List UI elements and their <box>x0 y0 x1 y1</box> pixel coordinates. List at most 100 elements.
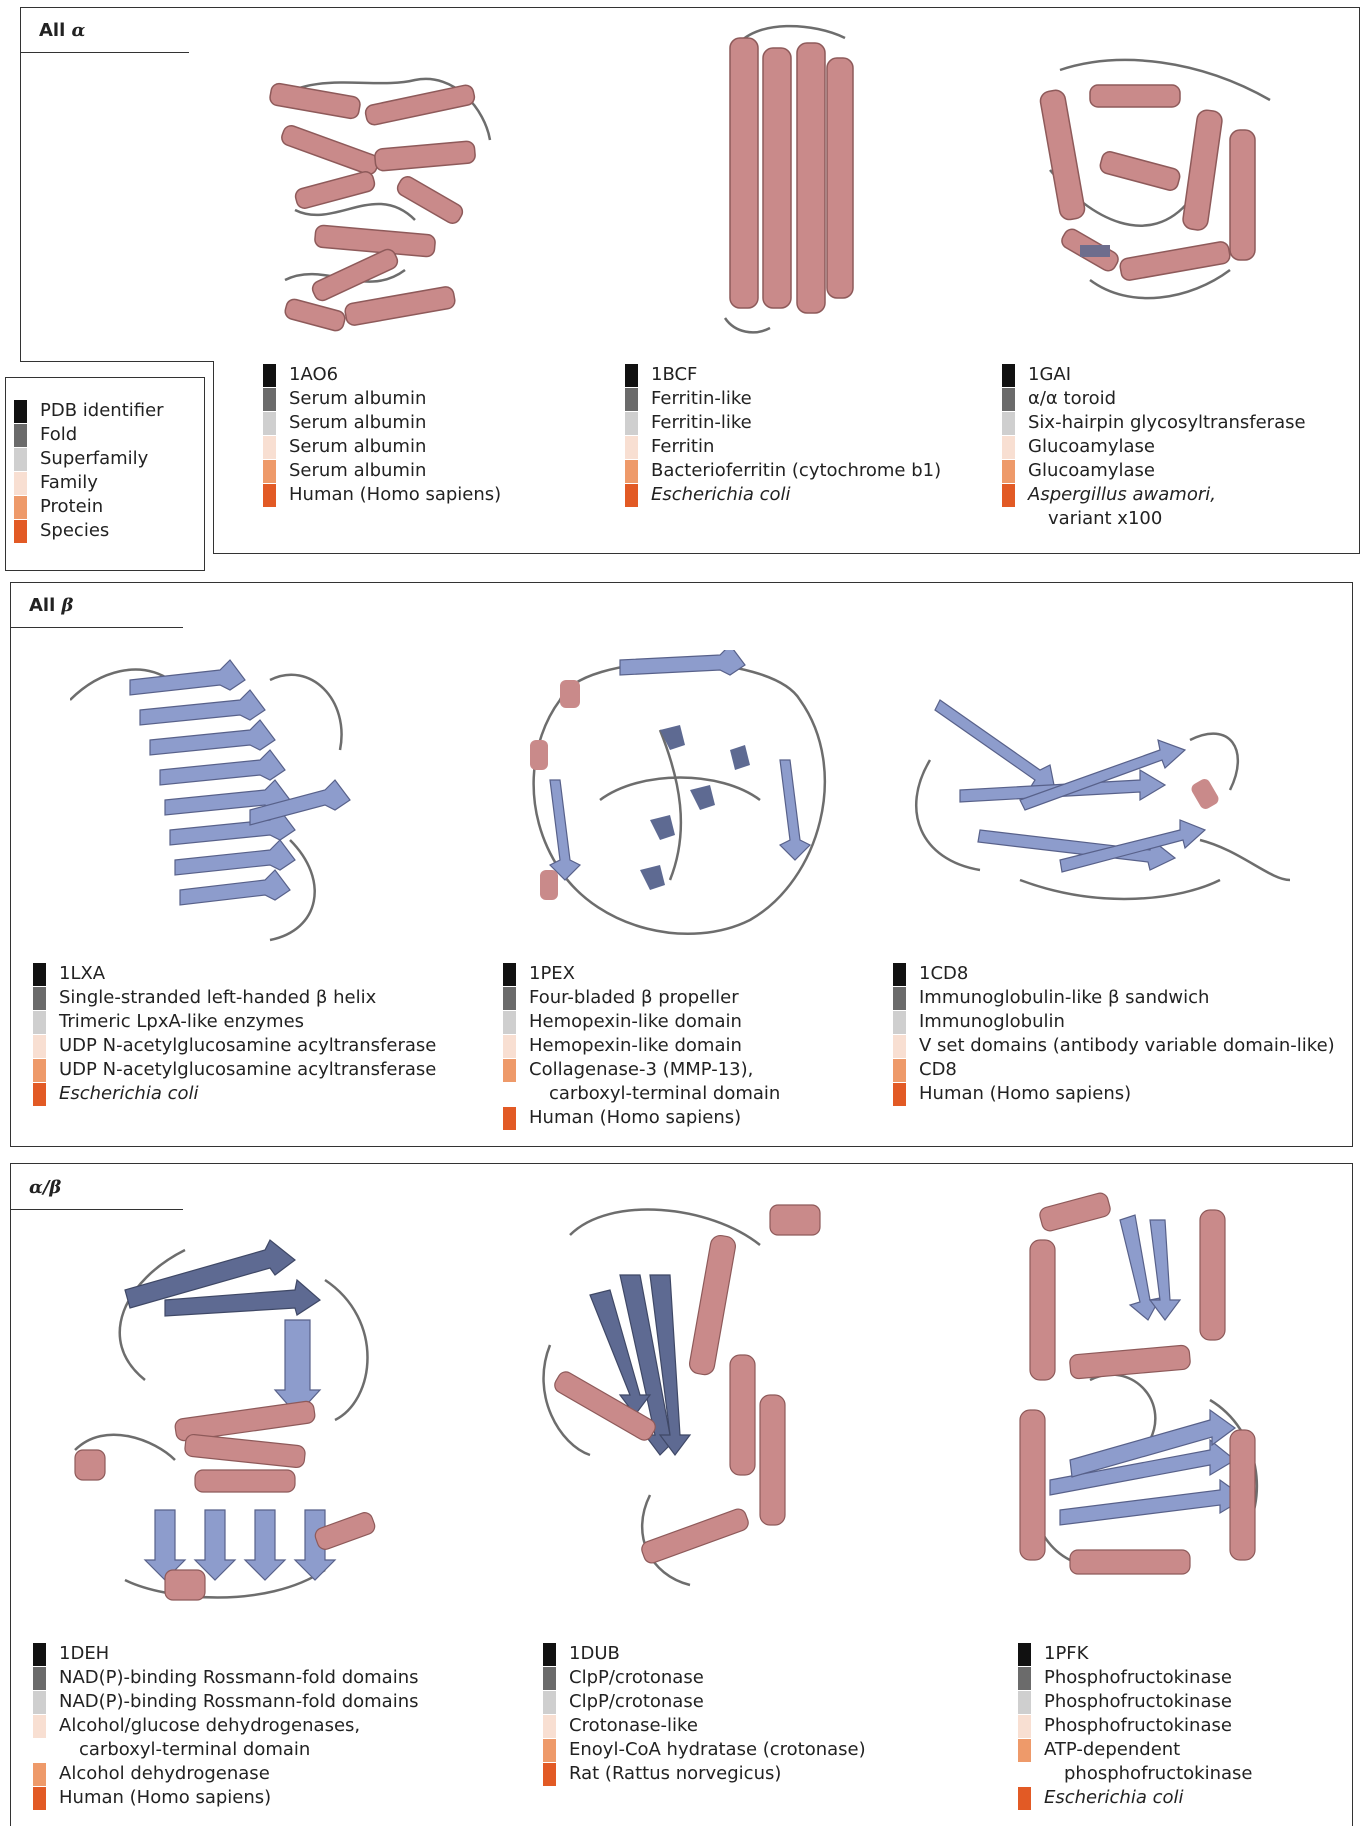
swatch-family <box>1002 436 1015 459</box>
legend-item-pdb: PDB identifier <box>14 399 204 423</box>
swatch-species <box>503 1107 516 1130</box>
family-label: Crotonase-like <box>569 1714 698 1738</box>
legend-item-family: Family <box>14 471 204 495</box>
swatch-fold <box>893 987 906 1010</box>
pdb-id: 1AO6 <box>289 363 338 387</box>
entry-row-fold: Ferritin-like <box>625 387 941 411</box>
legend-swatch <box>14 400 27 423</box>
legend-label: PDB identifier <box>40 399 164 423</box>
entry-row-pdb: 1PFK <box>1018 1642 1253 1666</box>
entry-row-protein: Serum albumin <box>263 459 501 483</box>
structure-1pfk-drawing <box>1010 1180 1280 1620</box>
entry-row-pdb: 1LXA <box>33 962 436 986</box>
fold-label: Immunoglobulin-like β sandwich <box>919 986 1209 1010</box>
structure-1cd8-drawing <box>900 680 1300 910</box>
protein-label: Collagenase-3 (MMP-13),carboxyl-terminal… <box>529 1058 780 1106</box>
panel-title-prefix: All <box>39 20 72 41</box>
superfamily-label: NAD(P)-binding Rossmann-fold domains <box>59 1690 418 1714</box>
entry-row-protein: CD8 <box>893 1058 1335 1082</box>
swatch-species <box>1018 1787 1031 1810</box>
entry-row-protein: Enoyl-CoA hydratase (crotonase) <box>543 1738 866 1762</box>
entry-1pfk: 1PFK Phosphofructokinase Phosphofructoki… <box>1018 1642 1253 1810</box>
family-label: V set domains (antibody variable domain-… <box>919 1034 1335 1058</box>
entry-1bcf: 1BCF Ferritin-like Ferritin-like Ferriti… <box>625 363 941 507</box>
entry-row-family: Phosphofructokinase <box>1018 1714 1253 1738</box>
entry-row-superfamily: Hemopexin-like domain <box>503 1010 780 1034</box>
entry-row-family: Crotonase-like <box>543 1714 866 1738</box>
pdb-id: 1PFK <box>1044 1642 1088 1666</box>
panel-title-prefix: All <box>29 595 62 616</box>
swatch-pdb <box>893 963 906 986</box>
superfamily-label: Serum albumin <box>289 411 426 435</box>
pdb-id: 1GAI <box>1028 363 1071 387</box>
pdb-id: 1DEH <box>59 1642 109 1666</box>
title-underline <box>11 1209 183 1210</box>
swatch-superfamily <box>33 1691 46 1714</box>
fold-label: α/α toroid <box>1028 387 1116 411</box>
entry-row-family: Glucoamylase <box>1002 435 1306 459</box>
swatch-family <box>893 1035 906 1058</box>
entry-row-protein: Glucoamylase <box>1002 459 1306 483</box>
swatch-protein <box>503 1059 516 1082</box>
swatch-pdb <box>33 1643 46 1666</box>
protein-label: UDP N-acetylglucosamine acyltransferase <box>59 1058 436 1082</box>
entry-row-superfamily: Trimeric LpxA-like enzymes <box>33 1010 436 1034</box>
entry-row-fold: Four-bladed β propeller <box>503 986 780 1010</box>
family-label: Glucoamylase <box>1028 435 1155 459</box>
legend-swatch <box>14 472 27 495</box>
entry-row-fold: Single-stranded left-handed β helix <box>33 986 436 1010</box>
structure-1lxa-drawing <box>70 640 370 960</box>
entry-row-fold: Phosphofructokinase <box>1018 1666 1253 1690</box>
legend-swatch <box>14 424 27 447</box>
panel-title: α/β <box>29 1177 61 1198</box>
entry-row-species: Human (Homo sapiens) <box>263 483 501 507</box>
structure-1ao6-drawing <box>255 60 505 340</box>
entry-1lxa: 1LXA Single-stranded left-handed β helix… <box>33 962 436 1106</box>
legend-item-superfamily: Superfamily <box>14 447 204 471</box>
swatch-family <box>1018 1715 1031 1738</box>
entry-row-family: Alcohol/glucose dehydrogenases,carboxyl-… <box>33 1714 418 1762</box>
swatch-superfamily <box>503 1011 516 1034</box>
structure-1bcf-drawing <box>715 18 865 338</box>
fold-label: Four-bladed β propeller <box>529 986 739 1010</box>
entry-1pex: 1PEX Four-bladed β propeller Hemopexin-l… <box>503 962 780 1130</box>
structure-1gai-drawing <box>1030 50 1280 340</box>
structure-1cd8 <box>900 680 1300 910</box>
entry-row-family: Hemopexin-like domain <box>503 1034 780 1058</box>
species-label: Escherichia coli <box>651 483 791 507</box>
species-label: Human (Homo sapiens) <box>919 1082 1131 1106</box>
swatch-fold <box>33 987 46 1010</box>
fold-label: Phosphofructokinase <box>1044 1666 1232 1690</box>
family-label: Hemopexin-like domain <box>529 1034 742 1058</box>
swatch-fold <box>503 987 516 1010</box>
swatch-fold <box>1018 1667 1031 1690</box>
entry-row-superfamily: Six-hairpin glycosyltransferase <box>1002 411 1306 435</box>
entry-row-species: Human (Homo sapiens) <box>33 1786 418 1810</box>
pdb-id: 1DUB <box>569 1642 620 1666</box>
swatch-family <box>625 436 638 459</box>
swatch-protein <box>263 460 276 483</box>
protein-label: Serum albumin <box>289 459 426 483</box>
superfamily-label: Ferritin-like <box>651 411 752 435</box>
swatch-family <box>263 436 276 459</box>
swatch-pdb <box>263 364 276 387</box>
legend-label: Fold <box>40 423 77 447</box>
superfamily-label: Hemopexin-like domain <box>529 1010 742 1034</box>
entry-row-pdb: 1DEH <box>33 1642 418 1666</box>
fold-label: ClpP/crotonase <box>569 1666 704 1690</box>
swatch-protein <box>33 1763 46 1786</box>
entry-row-superfamily: Ferritin-like <box>625 411 941 435</box>
fold-label: Serum albumin <box>289 387 426 411</box>
legend-label: Protein <box>40 495 103 519</box>
swatch-species <box>893 1083 906 1106</box>
family-label: Alcohol/glucose dehydrogenases,carboxyl-… <box>59 1714 360 1762</box>
entry-row-superfamily: ClpP/crotonase <box>543 1690 866 1714</box>
superfamily-label: Six-hairpin glycosyltransferase <box>1028 411 1306 435</box>
entry-row-species: Escherichia coli <box>625 483 941 507</box>
swatch-protein <box>1018 1739 1031 1762</box>
panel-title: All α <box>39 20 85 41</box>
legend-label: Family <box>40 471 98 495</box>
swatch-pdb <box>625 364 638 387</box>
panel-title-symbol: α <box>72 20 86 41</box>
